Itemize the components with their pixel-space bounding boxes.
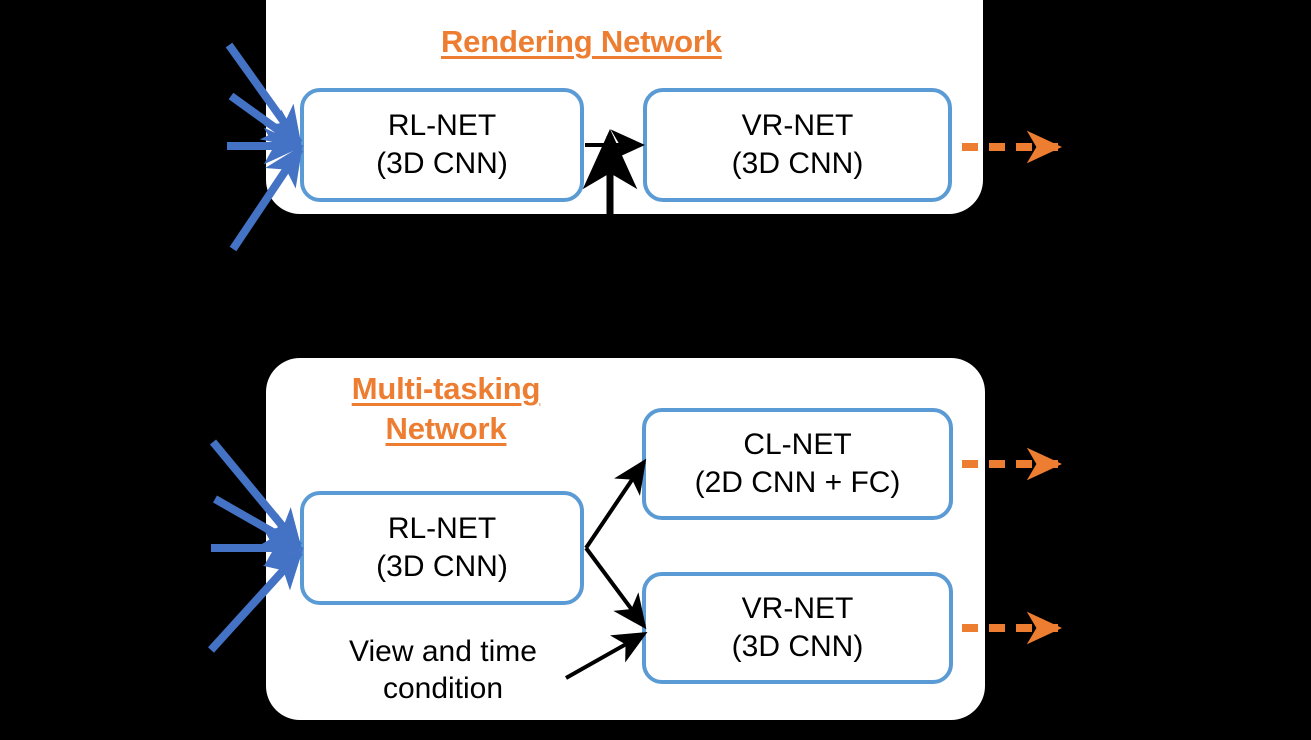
caption-view-and-time-condition-line2: condition [382, 672, 504, 705]
box-rl-net-rendering-name: RL-NET [387, 109, 497, 142]
box-rl-net-multitasking-name: RL-NET [387, 512, 497, 545]
box-rl-net-multitasking: RL-NET (3D CNN) [300, 491, 584, 605]
box-vr-net-rendering-detail: (3D CNN) [731, 147, 864, 180]
box-vr-net-multitasking-name: VR-NET [741, 592, 854, 625]
box-cl-net-multitasking-name: CL-NET [743, 428, 852, 461]
box-rl-net-rendering-detail: (3D CNN) [376, 147, 508, 180]
box-vr-net-rendering: VR-NET (3D CNN) [643, 88, 952, 202]
panel-title-multitasking-network: Multi-tasking Network [266, 369, 626, 449]
box-vr-net-multitasking: VR-NET (3D CNN) [642, 572, 953, 684]
box-cl-net-multitasking-detail: (2D CNN + FC) [694, 466, 901, 499]
caption-view-and-time-condition: View and time condition [312, 633, 574, 707]
box-cl-net-multitasking: CL-NET (2D CNN + FC) [642, 408, 953, 520]
box-vr-net-multitasking-detail: (3D CNN) [731, 630, 864, 663]
box-rl-net-multitasking-detail: (3D CNN) [376, 550, 508, 583]
panel-title-multitasking-line2: Network [385, 411, 507, 446]
box-vr-net-rendering-name: VR-NET [741, 109, 854, 142]
box-rl-net-rendering: RL-NET (3D CNN) [300, 88, 584, 202]
panel-title-rendering-network: Rendering Network [441, 24, 722, 59]
panel-title-multitasking-line1: Multi-tasking [351, 371, 541, 406]
caption-view-and-time-condition-line1: View and time [349, 635, 537, 668]
